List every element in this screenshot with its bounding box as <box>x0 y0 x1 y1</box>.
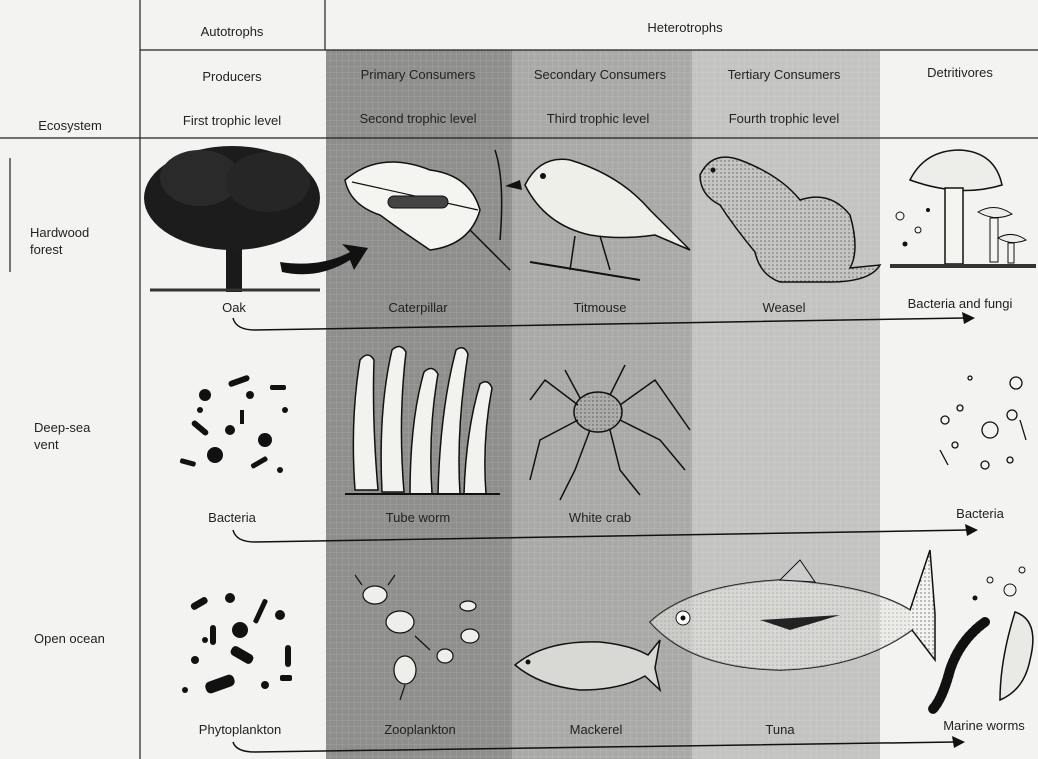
autotrophs-heading: Autotrophs <box>201 24 264 39</box>
organism-titmouse: Titmouse <box>574 300 627 315</box>
organism-vent-bacteria: Bacteria <box>956 506 1004 521</box>
ecosystem-hardwood-forest: Hardwood forest <box>30 224 120 258</box>
heterotrophs-heading: Heterotrophs <box>647 20 722 35</box>
tertiary-consumers-label: Tertiary Consumers <box>728 67 841 82</box>
organism-zooplankton: Zooplankton <box>384 722 456 737</box>
vent-bacteria-icon <box>940 376 1026 469</box>
organism-caterpillar: Caterpillar <box>388 300 447 315</box>
organism-mackerel: Mackerel <box>570 722 623 737</box>
marine-worms-icon <box>932 567 1033 710</box>
phytoplankton-icon <box>182 593 292 695</box>
primary-consumers-label: Primary Consumers <box>361 67 476 82</box>
organism-phytoplankton: Phytoplankton <box>199 722 281 737</box>
third-trophic-level-label: Third trophic level <box>547 111 650 126</box>
organism-tuna: Tuna <box>765 722 794 737</box>
producers-label: Producers <box>202 69 261 84</box>
ecosystem-open-ocean: Open ocean <box>34 630 114 647</box>
organism-bacteria-and-fungi: Bacteria and fungi <box>908 296 1013 311</box>
detritivores-label: Detritivores <box>927 65 993 80</box>
organism-bacteria: Bacteria <box>208 510 256 525</box>
organism-oak: Oak <box>222 300 246 315</box>
organism-white-crab: White crab <box>569 510 631 525</box>
organism-tube-worm: Tube worm <box>386 510 451 525</box>
fourth-trophic-level-label: Fourth trophic level <box>729 111 840 126</box>
organism-weasel: Weasel <box>762 300 805 315</box>
mushroom-fungi-icon <box>890 150 1036 266</box>
bacteria-cluster-icon <box>179 374 288 473</box>
organism-marine-worms: Marine worms <box>943 718 1025 733</box>
ecosystem-deep-sea-vent: Deep-sea vent <box>34 419 114 453</box>
ecosystem-heading: Ecosystem <box>38 118 102 133</box>
first-trophic-level-label: First trophic level <box>183 113 281 128</box>
second-trophic-level-label: Second trophic level <box>359 111 476 126</box>
secondary-consumers-label: Secondary Consumers <box>534 67 666 82</box>
